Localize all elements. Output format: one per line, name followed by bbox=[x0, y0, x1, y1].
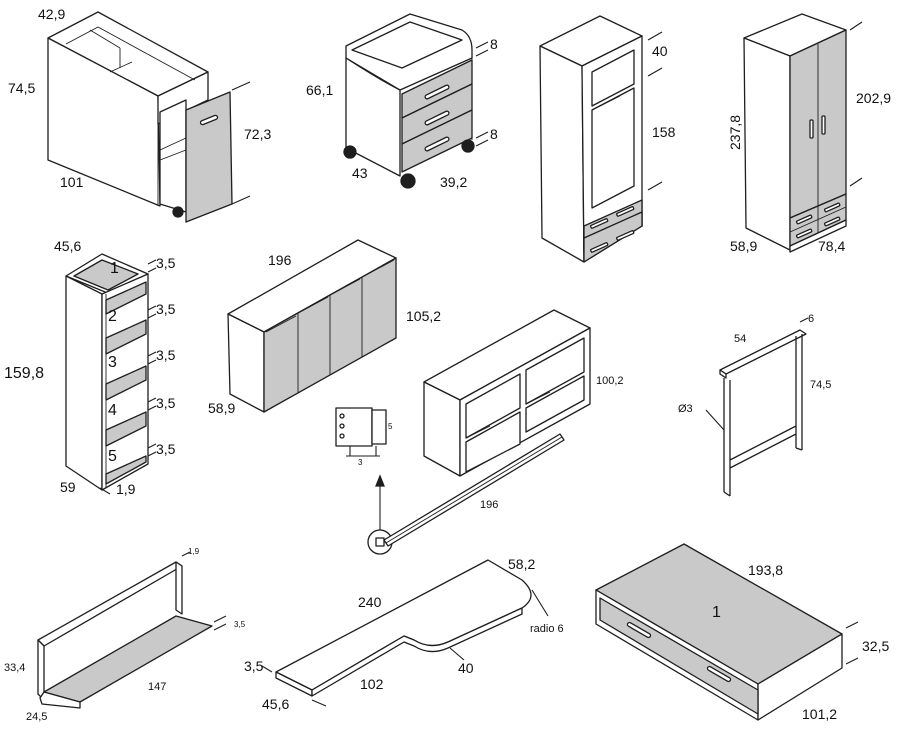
corner-desk-length-label: 240 bbox=[358, 594, 382, 610]
corner-desk-depth-end-label: 58,2 bbox=[508, 556, 535, 572]
pedestal-depth-label: 39,2 bbox=[440, 174, 467, 190]
bookcase-height-label: 159,8 bbox=[4, 365, 44, 382]
bookcase-thickness-label: 1,9 bbox=[116, 481, 136, 497]
corner-desk-depth-label: 45,6 bbox=[262, 696, 289, 712]
tall-cabinet-top-label: 40 bbox=[652, 43, 668, 59]
bookcase-shelf-number: 5 bbox=[108, 448, 117, 465]
tall-cabinet-drawing bbox=[539, 15, 663, 263]
wardrobe-inner-height-label: 202,9 bbox=[856, 90, 891, 106]
detail-height-label: 5 bbox=[388, 422, 393, 431]
frame-height-label: 74,5 bbox=[810, 379, 831, 391]
desk-depth-label: 42,9 bbox=[38, 6, 65, 22]
desk-drawer-height-label: 72,3 bbox=[244, 126, 271, 142]
rail-length-label: 196 bbox=[480, 499, 498, 511]
tv-unit-height-label: 100,2 bbox=[596, 375, 624, 387]
bookcase-drawing bbox=[65, 253, 157, 495]
hanger-detail-drawing bbox=[335, 407, 393, 555]
bookcase-shelf-thickness-label: 3,5 bbox=[156, 395, 176, 411]
pedestal-top-gap-label: 8 bbox=[490, 36, 498, 52]
desk-drawing bbox=[47, 11, 251, 223]
bed-height-label: 32,5 bbox=[862, 638, 889, 654]
bookcase-shelf-number: 3 bbox=[108, 354, 117, 371]
sideboard-depth-label: 58,9 bbox=[208, 400, 235, 416]
wardrobe-height-label: 237,8 bbox=[727, 115, 743, 150]
bed-length-label: 193,8 bbox=[748, 562, 783, 578]
sideboard-drawing bbox=[227, 239, 397, 413]
bookcase-shelf-thickness-label: 3,5 bbox=[156, 347, 176, 363]
shelf-height-label: 33,4 bbox=[4, 662, 25, 674]
bookcase-width-label: 59 bbox=[60, 479, 76, 495]
tv-unit-drawing bbox=[423, 309, 591, 477]
frame-diameter-label: Ø3 bbox=[678, 403, 693, 415]
shelf-depth-label: 24,5 bbox=[26, 711, 47, 723]
corner-desk-front-label: 102 bbox=[360, 676, 384, 692]
bed-drawer-label: 1 bbox=[712, 604, 721, 621]
frame-width-label: 54 bbox=[734, 333, 746, 345]
bookcase-depth-label: 45,6 bbox=[54, 238, 81, 254]
desk-height-label: 74,5 bbox=[8, 80, 35, 96]
frame-drawing bbox=[705, 317, 809, 497]
desk-width-label: 101 bbox=[60, 174, 84, 190]
bookcase-shelf-number: 4 bbox=[108, 402, 117, 419]
pedestal-drawing bbox=[343, 13, 489, 189]
shelf-width-label: 147 bbox=[148, 681, 166, 693]
wardrobe-depth-label: 58,9 bbox=[730, 238, 757, 254]
corner-desk-inner-label: 40 bbox=[458, 660, 474, 676]
wardrobe-width-label: 78,4 bbox=[818, 238, 845, 254]
detail-width-label: 3 bbox=[358, 458, 363, 467]
sideboard-height-label: 105,2 bbox=[406, 308, 441, 324]
bookcase-shelf-number: 2 bbox=[108, 308, 117, 325]
shelf-thickness-label: 1,9 bbox=[188, 547, 200, 556]
bed-width-label: 101,2 bbox=[802, 706, 837, 722]
sideboard-width-label: 196 bbox=[268, 252, 292, 268]
corner-desk-drawing bbox=[261, 559, 549, 707]
wardrobe-drawing bbox=[743, 13, 863, 253]
pedestal-width-label: 43 bbox=[352, 165, 368, 181]
pedestal-height-label: 66,1 bbox=[306, 82, 333, 98]
bookcase-shelf-thickness-label: 3,5 bbox=[156, 255, 176, 271]
corner-desk-thickness-label: 3,5 bbox=[244, 658, 264, 674]
frame-depth-label: 6 bbox=[808, 313, 814, 325]
bed-drawer-drawing bbox=[595, 543, 859, 721]
bookcase-shelf-thickness-label: 3,5 bbox=[156, 441, 176, 457]
rail-drawing bbox=[383, 433, 565, 547]
pedestal-drawer-gap-label: 8 bbox=[490, 126, 498, 142]
tall-cabinet-middle-label: 158 bbox=[652, 124, 676, 140]
wall-shelf-drawing bbox=[37, 551, 227, 709]
bookcase-shelf-number: 1 bbox=[110, 260, 119, 277]
bookcase-shelf-thickness-label: 3,5 bbox=[156, 301, 176, 317]
corner-desk-radius-label: radio 6 bbox=[530, 623, 564, 635]
shelf-lip-label: 3,5 bbox=[234, 620, 246, 629]
